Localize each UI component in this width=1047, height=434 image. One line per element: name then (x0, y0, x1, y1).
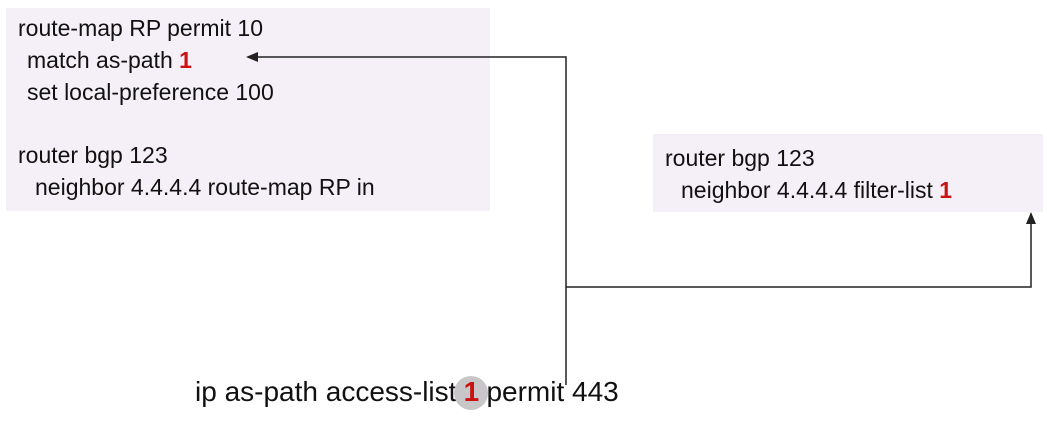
match-as-path-line: match as-path 1 (18, 44, 490, 76)
acl-suffix-text: permit 443 (486, 376, 619, 407)
neighbor-filter-list-line: neighbor 4.4.4.4 filter-list 1 (665, 174, 1043, 206)
neighbor-filter-list-text: neighbor 4.4.4.4 filter-list (681, 177, 940, 203)
filter-list-config-box: router bgp 123 neighbor 4.4.4.4 filter-l… (653, 134, 1043, 212)
route-map-config-box: route-map RP permit 10 match as-path 1 s… (6, 8, 490, 211)
router-bgp-line: router bgp 123 (665, 145, 815, 171)
acl-number-bubble (454, 376, 489, 410)
acl-number: 1 (463, 376, 480, 407)
acl-number-marker: 1 (454, 372, 489, 412)
match-as-path-number: 1 (179, 47, 192, 73)
blank-line (18, 108, 490, 139)
neighbor-route-map-line: neighbor 4.4.4.4 route-map RP in (35, 174, 375, 200)
acl-prefix-text: ip as-path access-list (195, 376, 457, 407)
router-bgp-line: router bgp 123 (18, 142, 168, 168)
match-as-path-text: match as-path (27, 47, 180, 73)
filter-list-number: 1 (939, 177, 953, 203)
route-map-line: route-map RP permit 10 (18, 15, 264, 41)
arrow-to-filter-list (566, 212, 1036, 288)
set-local-preference-line: set local-preference 100 (27, 79, 274, 105)
